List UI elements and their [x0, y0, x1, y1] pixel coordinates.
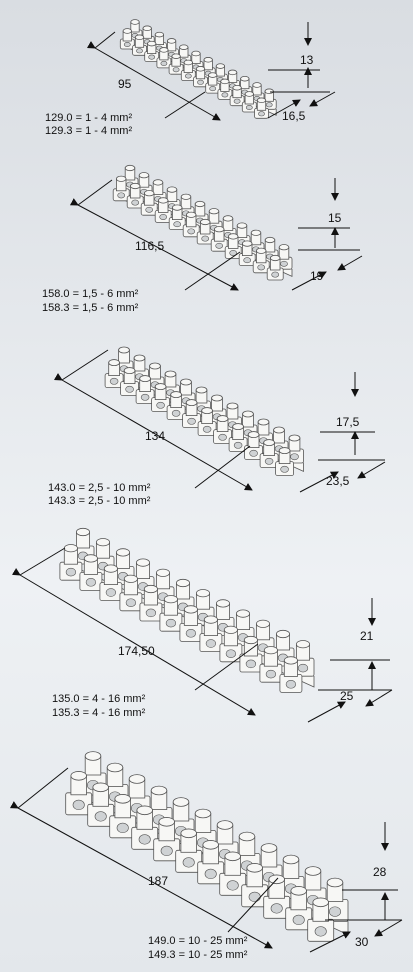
- extension-line: [94, 31, 116, 49]
- terminal-block-2: 116,5 15 19 158.0 = 1,5 - 6 mm² 158.3 = …: [42, 164, 363, 314]
- terminal-cell: [307, 897, 335, 942]
- terminal-block-4: 174,50 21 25 135.0 = 4 - 16 mm² 135.3 = …: [11, 527, 393, 723]
- terminal-cell: [275, 447, 295, 477]
- depth-label: 30: [355, 935, 369, 949]
- depth-arrow: [374, 919, 403, 937]
- terminal-strip-3: [104, 346, 304, 477]
- part-number-a: 158.0 = 1,5 - 6 mm²: [42, 288, 139, 300]
- terminal-cell: [112, 175, 130, 202]
- depth-label: 25: [340, 689, 354, 703]
- depth-arrow: [357, 461, 386, 479]
- depth-arrow: [337, 255, 363, 271]
- extension-line: [77, 179, 113, 206]
- depth-arrow: [309, 91, 336, 107]
- leader-line: [227, 877, 279, 933]
- length-label: 134: [145, 429, 165, 443]
- terminal-strip-2: [112, 164, 293, 281]
- depth-arrow: [309, 931, 351, 953]
- height-label: 21: [360, 629, 374, 643]
- length-label: 187: [148, 874, 168, 888]
- part-number-b: 135.3 = 4 - 16 mm²: [52, 707, 146, 719]
- terminal-cell: [285, 886, 313, 931]
- part-number-a: 143.0 = 2,5 - 10 mm²: [48, 482, 151, 494]
- part-number-b: 149.3 = 10 - 25 mm²: [148, 949, 248, 961]
- length-label: 116,5: [135, 239, 164, 253]
- extension-line: [17, 767, 69, 809]
- length-dimension-line: [86, 41, 221, 121]
- depth-arrow: [365, 689, 393, 707]
- depth-label: 16,5: [282, 109, 306, 123]
- part-number-a: 135.0 = 4 - 16 mm²: [52, 693, 146, 705]
- terminal-strip-4: [59, 527, 315, 693]
- depth-arrow: [299, 471, 339, 493]
- leader-line: [164, 91, 206, 119]
- depth-label: 19: [310, 269, 324, 283]
- terminal-strip-5: [65, 751, 349, 942]
- height-label: 15: [328, 211, 342, 225]
- length-dimension-line: [53, 373, 253, 491]
- terminal-strip-1: [119, 19, 277, 119]
- part-number-a: 149.0 = 10 - 25 mm²: [148, 935, 248, 947]
- length-dimension-line: [69, 198, 239, 291]
- length-dimension-line: [11, 567, 256, 716]
- terminal-block-1: 95 13 16,5 129.0 = 1 - 4 mm² 129.3 = 1 -…: [45, 19, 336, 137]
- terminal-cell: [229, 84, 245, 107]
- leader-line: [194, 643, 259, 691]
- terminal-block-3: 134 17,5 23,5 143.0 = 2,5 - 10 mm² 143.3…: [48, 346, 386, 507]
- terminal-cell: [259, 646, 283, 683]
- depth-arrow: [267, 99, 301, 119]
- terminal-cell: [252, 247, 270, 274]
- depth-arrow: [291, 271, 327, 291]
- height-label: 17,5: [336, 415, 360, 429]
- leader-line: [194, 445, 251, 489]
- leader-line: [184, 251, 241, 291]
- depth-label: 23,5: [326, 474, 350, 488]
- height-label: 13: [300, 53, 314, 67]
- extension-line: [19, 547, 66, 576]
- terminal-cell: [254, 97, 269, 119]
- part-number-a: 129.0 = 1 - 4 mm²: [45, 112, 132, 124]
- part-number-b: 129.3 = 1 - 4 mm²: [45, 125, 132, 137]
- extension-line: [61, 349, 109, 381]
- part-number-b: 143.3 = 2,5 - 10 mm²: [48, 495, 151, 507]
- height-label: 28: [373, 865, 387, 879]
- length-label: 174,50: [118, 644, 155, 658]
- terminal-cell: [266, 254, 284, 281]
- terminal-cell: [238, 240, 256, 267]
- terminal-cell: [279, 656, 303, 693]
- length-dimension-line: [9, 801, 273, 949]
- length-label: 95: [118, 77, 132, 91]
- depth-arrow: [307, 701, 346, 723]
- terminal-cell: [259, 439, 279, 469]
- part-number-b: 158.3 = 1,5 - 6 mm²: [42, 302, 139, 314]
- terminal-block-5: 187 28 30 149.0 = 10 - 25 mm² 149.3 = 10…: [9, 751, 403, 961]
- terminal-cell: [241, 91, 257, 113]
